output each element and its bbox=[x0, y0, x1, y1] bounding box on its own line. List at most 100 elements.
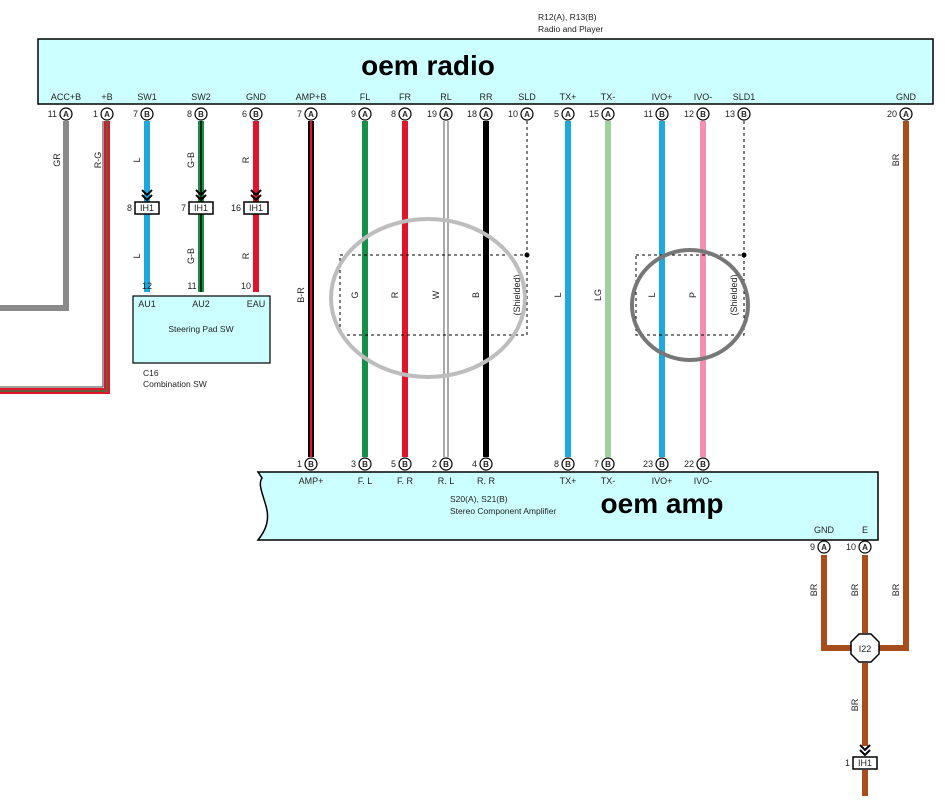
amp-overlay-label: oem amp bbox=[601, 488, 724, 519]
radio-pin-label: IVO+ bbox=[652, 92, 673, 102]
amp-box bbox=[256, 471, 879, 541]
amp-pin-connector bbox=[561, 457, 575, 471]
amp-pin-label: R. L bbox=[438, 476, 455, 486]
wire-code-rr: B bbox=[471, 292, 481, 298]
radio-pin-connector bbox=[601, 107, 615, 121]
amp-name: Stereo Component Amplifier bbox=[450, 506, 556, 516]
radio-pin-number: 12 bbox=[684, 109, 694, 119]
shield-box-2 bbox=[635, 254, 745, 336]
wire-gnd-br bbox=[877, 121, 909, 651]
wire-code-ivo-minus: P bbox=[688, 292, 698, 298]
ih1-chevron bbox=[250, 189, 262, 197]
ih1-box bbox=[134, 201, 160, 215]
steering-subname: Combination SW bbox=[143, 379, 207, 389]
radio-pin-label: SW2 bbox=[191, 92, 211, 102]
amp-pin-connector-letter: B bbox=[308, 460, 314, 469]
radio-pin-connector-letter: A bbox=[104, 110, 110, 119]
wire-code-fr: R bbox=[390, 291, 400, 298]
amp-pin-number: 1 bbox=[297, 459, 302, 469]
amp-pin-connector-letter: B bbox=[659, 460, 665, 469]
ih1-pin-number: 16 bbox=[231, 203, 241, 213]
wire-code-sw2-bottom: G-B bbox=[186, 248, 196, 264]
amp-pin-number: 22 bbox=[684, 459, 694, 469]
radio-pin-connector-letter: A bbox=[524, 110, 530, 119]
radio-pin-label: SLD1 bbox=[733, 92, 756, 102]
radio-pin-number: 6 bbox=[242, 109, 247, 119]
amp-pin-connector bbox=[858, 540, 872, 554]
amp-pin-connector bbox=[304, 457, 318, 471]
amp-pin-label: GND bbox=[814, 525, 835, 535]
wire-code-fl: G bbox=[350, 291, 360, 298]
amp-pin-number: 2 bbox=[432, 459, 437, 469]
radio-pin-number: 7 bbox=[297, 109, 302, 119]
ih1-chevron bbox=[195, 189, 207, 197]
radio-pin-connector-letter: B bbox=[253, 110, 259, 119]
radio-pin-number: 8 bbox=[187, 109, 192, 119]
radio-module: R12(A), R13(B) Radio and Player oem radi… bbox=[37, 12, 934, 105]
highlight-circle-speakers bbox=[329, 217, 527, 379]
wire-code-gnd-top: R bbox=[241, 156, 251, 163]
wire-code-gnd-br-right: BR bbox=[891, 153, 901, 166]
amp-pin-label: AMP+ bbox=[299, 476, 324, 486]
amp-pin-connector-letter: B bbox=[565, 460, 571, 469]
amp-pin-number: 3 bbox=[351, 459, 356, 469]
amp-pin-connector bbox=[655, 457, 669, 471]
amp-pin-label: E bbox=[862, 525, 868, 535]
radio-pin-label: SW1 bbox=[137, 92, 157, 102]
radio-pin-label: FL bbox=[360, 92, 371, 102]
amp-pin-connector bbox=[439, 457, 453, 471]
amp-pin-label: IVO+ bbox=[652, 476, 673, 486]
radio-overlay-label: oem radio bbox=[361, 50, 495, 81]
shielded-label-1: (Shielded) bbox=[512, 274, 522, 315]
radio-pin-connector bbox=[479, 107, 493, 121]
radio-pin-label: TX- bbox=[601, 92, 616, 102]
steering-ref: C16 bbox=[143, 368, 159, 378]
radio-pin-connector-letter: A bbox=[565, 110, 571, 119]
highlight-circle-ivo bbox=[630, 248, 750, 362]
amp-pin-label: TX+ bbox=[560, 476, 577, 486]
radio-pin-number: 20 bbox=[887, 109, 897, 119]
amp-pin-number: 4 bbox=[472, 459, 477, 469]
radio-pin-label: GND bbox=[246, 92, 267, 102]
amp-pin-connector-letter: B bbox=[443, 460, 449, 469]
wire-b-rg-stripe bbox=[0, 121, 108, 392]
wire-code-rl: W bbox=[431, 290, 441, 299]
radio-pin-label: SLD bbox=[518, 92, 536, 102]
radio-pin-connector bbox=[194, 107, 208, 121]
radio-pin-connector bbox=[358, 107, 372, 121]
wire-code-gnd-bottom: R bbox=[241, 252, 251, 259]
radio-pin-connector bbox=[696, 107, 710, 121]
radio-pin-label: FR bbox=[399, 92, 411, 102]
ih1-pin-number: 7 bbox=[181, 203, 186, 213]
steering-pad-box bbox=[132, 295, 271, 364]
wire-code-sw1-bottom: L bbox=[132, 253, 142, 258]
wire-acc-gr bbox=[0, 121, 69, 311]
amp-pin-number: 5 bbox=[391, 459, 396, 469]
radio-pin-connector bbox=[249, 107, 263, 121]
shield-box-1 bbox=[339, 254, 528, 336]
wire-code-br-amp-gnd: BR bbox=[809, 583, 819, 596]
i22-label: I22 bbox=[859, 644, 872, 654]
radio-pin-number: 13 bbox=[725, 109, 735, 119]
wire-code-sw1-top: L bbox=[132, 157, 142, 162]
i22-junction: I22 bbox=[850, 633, 880, 663]
wire-code-b: R-G bbox=[93, 152, 103, 169]
wire-code-br-amp-e: BR bbox=[850, 583, 860, 596]
radio-pin-connector-letter: B bbox=[659, 110, 665, 119]
radio-pin-connector bbox=[59, 107, 73, 121]
ih1-chevron bbox=[859, 749, 871, 757]
radio-pin-connector-letter: A bbox=[362, 110, 368, 119]
i22-octagon bbox=[850, 633, 880, 663]
wire-code-br-right-lower: BR bbox=[891, 583, 901, 596]
radio-pin-connector-letter: A bbox=[605, 110, 611, 119]
radio-pin-label: IVO- bbox=[694, 92, 713, 102]
amp-pin-connector bbox=[817, 540, 831, 554]
radio-ref: R12(A), R13(B) bbox=[538, 12, 597, 22]
amp-pin-connector-letter: A bbox=[862, 543, 868, 552]
radio-name: Radio and Player bbox=[538, 24, 603, 34]
ih1-label: IH1 bbox=[140, 203, 154, 213]
radio-pin-number: 11 bbox=[48, 109, 57, 119]
